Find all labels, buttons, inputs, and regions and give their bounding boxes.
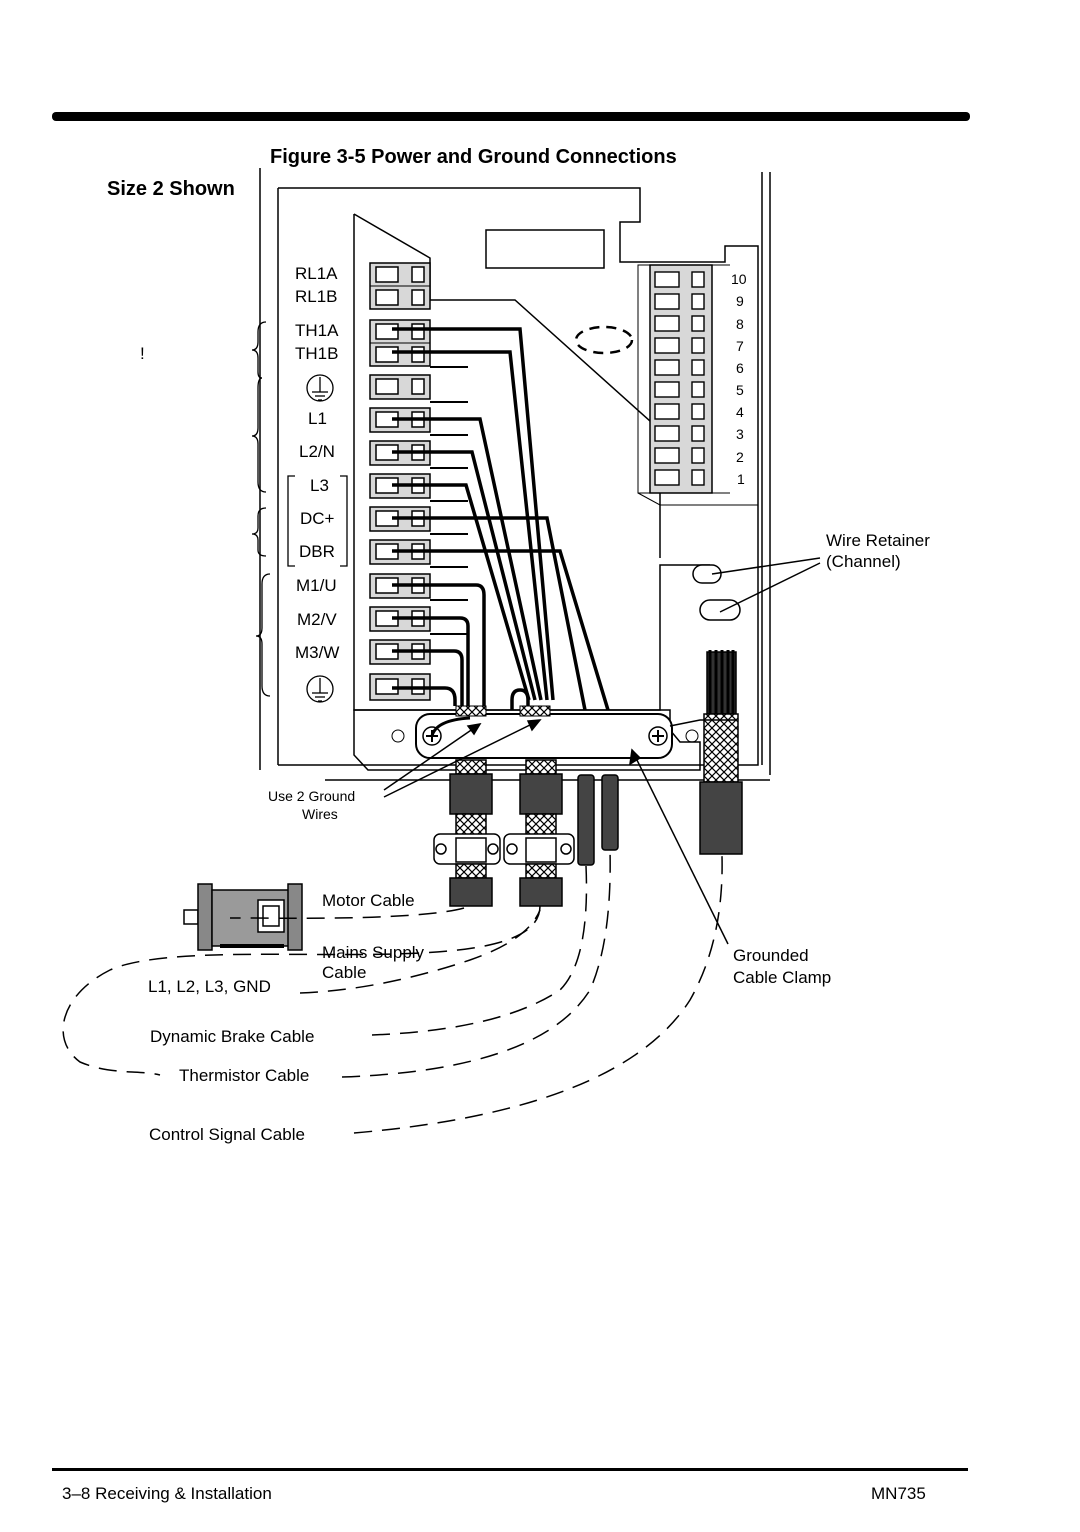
terminal-label-th1a: TH1A: [295, 321, 339, 340]
control-terminal-2: 2: [736, 449, 744, 465]
ground-terminal-icon: [306, 374, 334, 402]
terminal-label-dbr: DBR: [299, 542, 335, 561]
terminal-label-rl1a: RL1A: [295, 264, 338, 283]
ground-terminal-icon-2: [306, 675, 334, 703]
terminal-label-m2v: M2/V: [297, 610, 337, 629]
motor-cable-label: Motor Cable: [322, 891, 415, 910]
terminal-label-m1u: M1/U: [296, 576, 337, 595]
wire-retainer-label: Wire Retainer: [826, 531, 930, 550]
control-cable: [669, 650, 743, 855]
footer-doc-id: MN735: [871, 1484, 926, 1503]
motor-icon: [183, 883, 303, 951]
group-braces: [251, 321, 348, 697]
control-terminal-8: 8: [736, 316, 744, 332]
thermistor-cable-label: Thermistor Cable: [179, 1066, 310, 1085]
grounded-clamp-label: Grounded: [733, 946, 809, 965]
motor-cable: [433, 759, 501, 907]
wire-retainer-label-2: (Channel): [826, 552, 901, 571]
figure-subtitle: Size 2 Shown: [107, 178, 235, 200]
terminal-label-l3: L3: [310, 476, 329, 495]
mains-cable: [503, 759, 575, 907]
dashed-oval: [574, 325, 634, 355]
internal-wires: [392, 327, 610, 711]
terminal-label-rl1b: RL1B: [295, 287, 338, 306]
mains-lines-label: L1, L2, L3, GND: [148, 977, 271, 996]
control-terminal-6: 6: [736, 360, 744, 376]
terminal-label-th1b: TH1B: [295, 344, 339, 363]
use-ground-label-2: Wires: [302, 806, 338, 822]
control-terminal-9: 9: [736, 293, 744, 309]
grounded-clamp-label-2: Cable Clamp: [733, 968, 832, 987]
control-signal-cable-label: Control Signal Cable: [149, 1125, 305, 1144]
note-mark: !: [140, 344, 145, 363]
terminal-label-l2n: L2/N: [299, 442, 335, 461]
control-terminal-4: 4: [736, 404, 744, 420]
footer-section: 3–8 Receiving & Installation: [62, 1484, 272, 1503]
terminal-label-m3w: M3/W: [295, 643, 340, 662]
dynamic-brake-cable-label: Dynamic Brake Cable: [150, 1027, 315, 1046]
control-terminal-5: 5: [736, 382, 744, 398]
terminal-label-l1: L1: [308, 409, 327, 428]
terminal-label-dcplus: DC+: [300, 509, 335, 528]
signal-cables: [577, 774, 619, 866]
dashed-cable-runs: [62, 849, 723, 1134]
bottom-rule: [52, 1468, 968, 1471]
control-terminal-1: 1: [737, 471, 745, 487]
mains-cable-label-2: Cable: [322, 963, 367, 982]
control-terminal-block: [637, 264, 758, 506]
control-terminal-10: 10: [731, 271, 747, 287]
figure-title: Figure 3-5 Power and Ground Connections: [270, 146, 677, 168]
callout-leaders: [383, 557, 821, 945]
control-terminal-7: 7: [736, 338, 744, 354]
use-ground-label: Use 2 Ground: [268, 788, 356, 804]
mains-cable-label: Mains Supply: [322, 943, 425, 962]
wire-retainer-slots: [692, 564, 741, 621]
control-terminal-3: 3: [736, 426, 744, 442]
top-rule: [52, 112, 970, 121]
